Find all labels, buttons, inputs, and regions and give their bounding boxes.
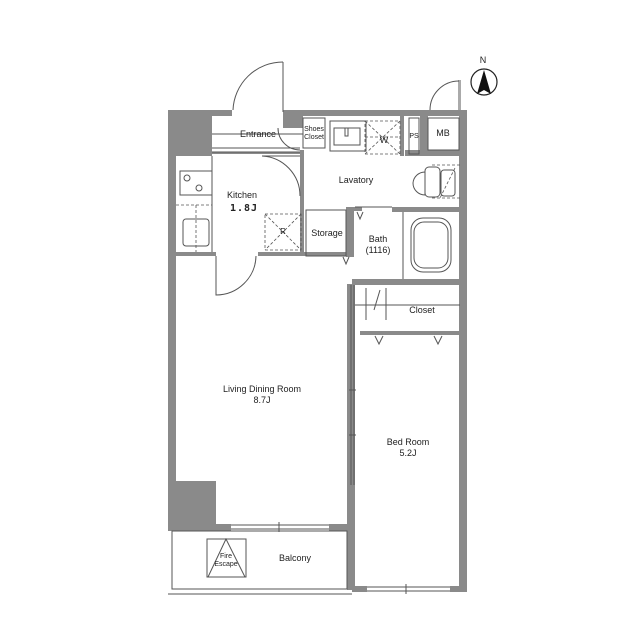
room-living-label: Living Dining Room (222, 384, 302, 394)
room-storage-label: Storage (311, 228, 343, 238)
mb-label: MB (436, 128, 450, 138)
dashed-lines (176, 120, 460, 252)
room-bedroom-label: Bed Room (386, 437, 430, 447)
room-balcony-label: Balcony (278, 553, 312, 563)
washer-label: W (379, 135, 389, 145)
north-arrow-icon (470, 68, 498, 96)
room-bath-label: Bath (368, 234, 388, 244)
walls (168, 110, 467, 592)
interior-lines (168, 61, 461, 595)
room-lavatory-label: Lavatory (338, 175, 374, 185)
room-shoes-closet-label-2: Closet (304, 134, 324, 141)
fire-escape-label-1: Fire (219, 553, 233, 560)
fire-escape-label-2: Escape (214, 561, 238, 568)
compass-label: N (479, 55, 487, 65)
room-living-area: 8.7J (253, 395, 271, 405)
room-kitchen-area: 1.8J (229, 203, 259, 214)
room-kitchen-label: Kitchen (226, 190, 258, 200)
ps-label: PS (409, 133, 419, 140)
room-entrance-label: Entrance (239, 129, 277, 139)
room-bath-size: (1116) (365, 245, 391, 255)
refrigerator-label: R (280, 227, 286, 236)
room-closet-label: Closet (409, 305, 435, 315)
room-shoes-closet-label-1: Shoes (304, 126, 324, 133)
room-bedroom-area: 5.2J (399, 448, 417, 458)
